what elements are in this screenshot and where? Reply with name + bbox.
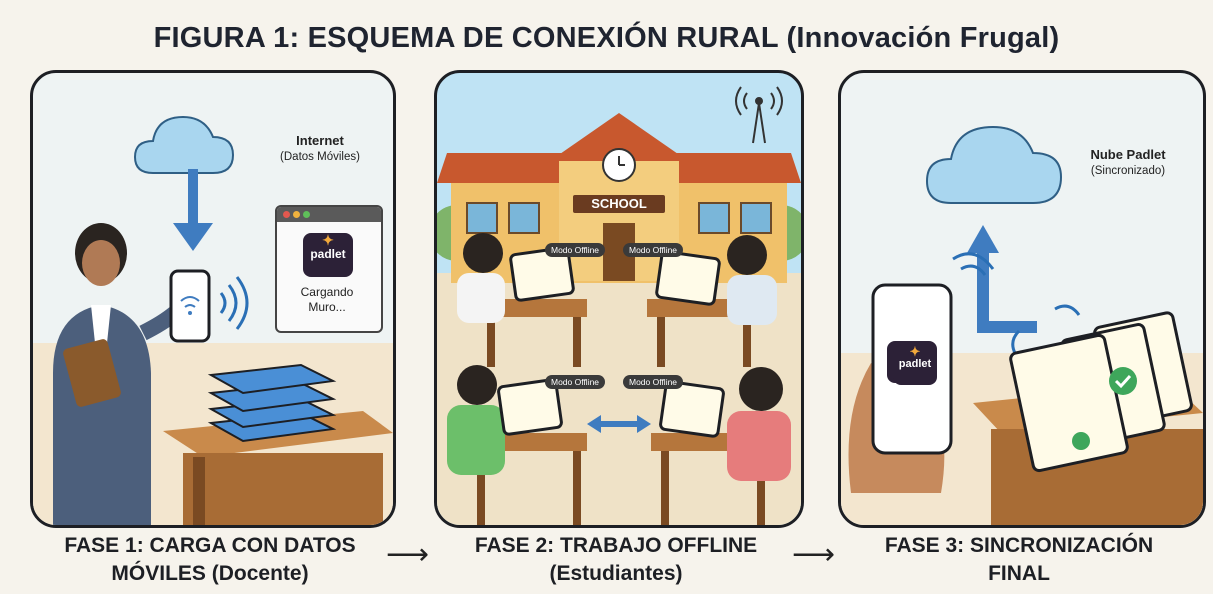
upload-arrow-icon: [967, 225, 1037, 333]
sync-signal-icon: [952, 252, 1081, 354]
phase3-panel: Nube Padlet (Sincronizado) ✦ padlet: [838, 70, 1206, 528]
flow-arrow-icon: ⟶: [792, 538, 836, 571]
loading-text: Cargando Muro...: [277, 285, 377, 315]
offline-tag: Modo Offline: [623, 243, 684, 257]
phase2-line1: FASE 2: TRABAJO OFFLINE: [474, 534, 758, 557]
phase1-caption: FASE 1: CARGA CON DATOS MÓVILES (Docente…: [30, 532, 390, 588]
download-arrow-icon: [173, 169, 213, 251]
padlet-logo-text: padlet: [898, 358, 932, 370]
loading-text-line2: Muro...: [308, 300, 346, 314]
padlet-cloud-label-title: Nube Padlet: [1090, 147, 1166, 162]
padlet-cloud-label-sub: (Sincronizado): [1090, 165, 1166, 177]
teacher-phone-icon: [169, 269, 211, 343]
padlet-cloud-label: Nube Padlet (Sincronizado): [1063, 147, 1193, 179]
phase2-panel: SCHOOL Modo Offline Modo Offline Modo Of…: [434, 70, 804, 528]
student-1: [457, 233, 505, 323]
peer-exchange-arrow-icon: [587, 415, 651, 433]
student-4: [727, 367, 791, 481]
phase2-illustration: [437, 86, 801, 525]
internet-label-title: Internet: [296, 133, 344, 148]
offline-tag: Modo Offline: [545, 243, 606, 257]
wifi-signal-icon: [219, 276, 249, 330]
check-icon: [1109, 367, 1137, 395]
phase1-line2: MÓVILES (Docente): [111, 562, 309, 585]
padlet-logo-text: padlet: [310, 247, 346, 261]
phase3-caption: FASE 3: SINCRONIZACIÓN FINAL: [838, 532, 1200, 588]
school-sign: SCHOOL: [573, 195, 665, 213]
padlet-cloud-icon: [925, 125, 1063, 204]
internet-label: Internet (Datos Móviles): [255, 133, 385, 165]
desk-with-tablets: [163, 363, 393, 525]
signal-tower-icon: [735, 86, 783, 144]
phase3-illustration: [841, 125, 1203, 525]
phase2-caption: FASE 2: TRABAJO OFFLINE (Estudiantes): [434, 532, 798, 588]
window-titlebar: [277, 207, 381, 222]
phase3-line1: FASE 3: SINCRONIZACIÓN: [884, 534, 1154, 557]
phase2-line2: (Estudiantes): [549, 562, 683, 585]
loading-text-line1: Cargando: [300, 285, 354, 299]
internet-cloud-icon: [133, 115, 235, 174]
phase1-illustration: [33, 115, 393, 525]
hand-holding-phone: [848, 283, 953, 493]
figure-title: FIGURA 1: ESQUEMA DE CONEXIÓN RURAL (Inn…: [153, 22, 1060, 54]
offline-tag: Modo Offline: [545, 375, 606, 389]
flow-arrow-icon: ⟶: [386, 538, 430, 571]
padlet-loading-window: ✦ padlet Cargando Muro...: [275, 205, 383, 333]
internet-label-sub: (Datos Móviles): [280, 151, 360, 163]
phase1-panel: Internet (Datos Móviles) ✦ padlet Cargan…: [30, 70, 396, 528]
student-2: [727, 235, 777, 325]
student-3: [447, 365, 505, 475]
students-desks: [447, 233, 791, 525]
offline-tag: Modo Offline: [623, 375, 684, 389]
desk-with-synced-tablets: [973, 311, 1203, 525]
student-tablets: [497, 246, 725, 438]
padlet-logo-icon: ✦ padlet: [303, 233, 353, 277]
teacher-figure: [53, 223, 181, 525]
phase1-line1: FASE 1: CARGA CON DATOS: [64, 534, 356, 557]
phase3-line2: FINAL: [988, 562, 1050, 585]
padlet-logo-icon: ✦ padlet: [893, 345, 937, 385]
